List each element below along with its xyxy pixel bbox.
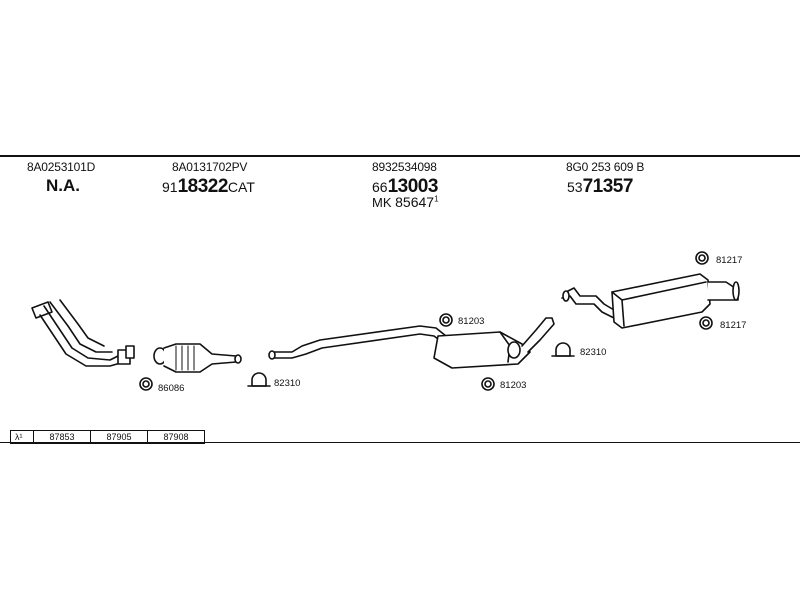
ring-gasket-icon (139, 251, 713, 391)
part-number-2: 8A0131702PV (172, 160, 248, 174)
ref-3-extra-sup: 1 (434, 194, 439, 204)
callout-82310-left: 82310 (274, 378, 301, 389)
rear-muffler[interactable] (561, 273, 740, 329)
lambda-value-1: 87853 (33, 430, 91, 444)
ref-3-extra-value: 85647 (395, 194, 435, 210)
ref-2-prefix: 91 (162, 179, 178, 195)
callout-81217-top: 81217 (716, 255, 743, 266)
u-clamp-icon (247, 342, 575, 387)
lambda-row: λ¹ 87853 87905 87908 (10, 430, 205, 444)
callout-82310-right: 82310 (580, 347, 607, 358)
lambda-sensor-table: λ¹ 87853 87905 87908 (10, 430, 205, 444)
center-silencer[interactable] (433, 317, 555, 369)
middle-pipe[interactable] (268, 325, 447, 360)
callout-81203-top: 81203 (458, 316, 485, 327)
lambda-value-3: 87908 (147, 430, 205, 444)
ref-2-bold: 18322 (177, 176, 229, 197)
catalytic-converter[interactable] (153, 343, 242, 373)
part-number-3: 8932534098 (372, 160, 437, 174)
bottom-rule (0, 442, 800, 443)
ref-2-suffix: CAT (227, 179, 255, 195)
label-na: N.A. (46, 176, 80, 195)
ref-3-prefix: 66 (372, 179, 388, 195)
ref-2: 9118322CAT (162, 176, 255, 198)
callout-86086: 86086 (158, 383, 185, 394)
lambda-symbol: λ¹ (10, 430, 34, 444)
ref-3-extra-prefix: MK (372, 195, 392, 210)
front-pipe[interactable] (31, 299, 135, 367)
callout-81217-bottom: 81217 (720, 320, 747, 331)
ref-3: 6613003 (372, 176, 438, 198)
ref-4: 5371357 (567, 176, 633, 198)
callout-81203-bottom: 81203 (500, 380, 527, 391)
ref-3-bold: 13003 (387, 176, 439, 197)
top-rule (0, 155, 800, 157)
part-number-4: 8G0 253 609 B (566, 160, 645, 174)
ref-4-bold: 71357 (582, 176, 634, 197)
ref-4-prefix: 53 (567, 179, 583, 195)
ref-3-extra: MK 856471 (372, 194, 439, 210)
lambda-value-2: 87905 (90, 430, 148, 444)
part-number-1: 8A0253101D (27, 160, 96, 174)
